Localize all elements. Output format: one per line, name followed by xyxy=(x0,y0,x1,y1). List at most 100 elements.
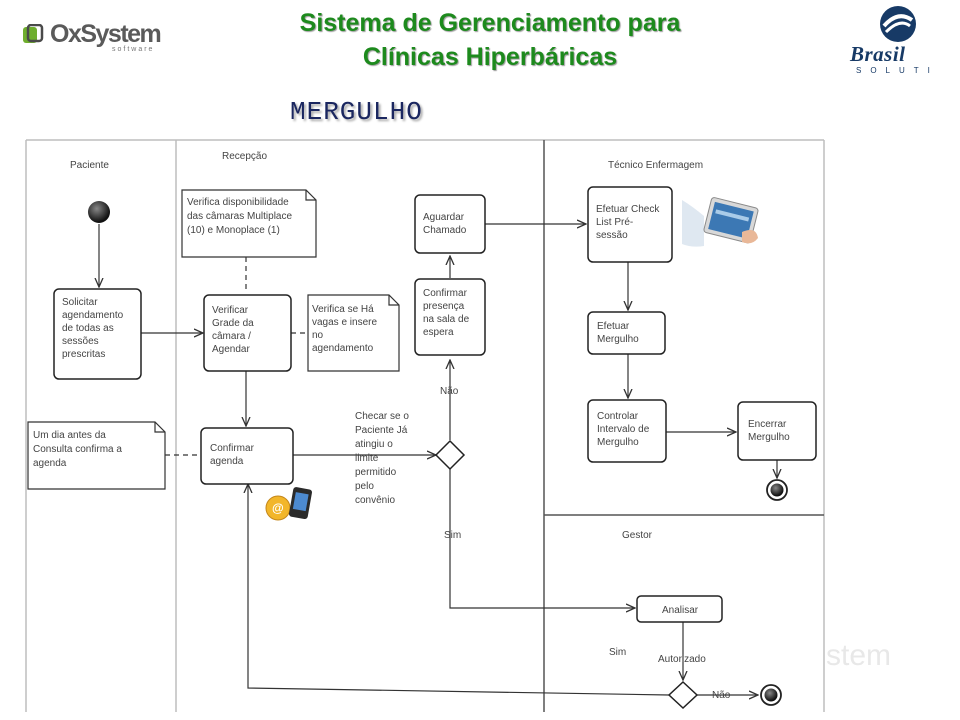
swimlanes xyxy=(25,139,825,712)
note-dia-antes: Um dia antes da Consulta confirma a agenda xyxy=(27,421,166,490)
note-text: Consulta confirma a xyxy=(33,444,122,455)
node-text: Aguardar xyxy=(423,212,465,223)
node-text: Analisar xyxy=(662,605,699,616)
node-text: Solicitar xyxy=(62,297,98,308)
decision-limite[interactable] xyxy=(434,439,466,471)
node-text: Intervalo de xyxy=(597,424,650,435)
brasil-logo-text: Brasil xyxy=(850,42,906,66)
note-text: Um dia antes da xyxy=(33,430,106,441)
node-text: Verificar xyxy=(212,305,249,316)
node-text: Efetuar Check xyxy=(596,204,660,215)
node-text: na sala de xyxy=(423,314,470,325)
note-text: Verifica se Há xyxy=(312,304,374,315)
lane-label-tecnico: Técnico Enfermagem xyxy=(608,160,703,171)
end-node-tecnico xyxy=(766,479,788,501)
node-text: Mergulho xyxy=(597,334,639,345)
activity-confirmar-agenda[interactable]: Confirmar agenda xyxy=(200,427,294,485)
diagram-subtitle: MERGULHO xyxy=(290,97,423,127)
soluti-logo-text: SOLUTI xyxy=(856,66,939,75)
node-text: prescritas xyxy=(62,349,105,360)
node-text: espera xyxy=(423,327,454,338)
node-text: Controlar xyxy=(597,411,639,422)
brasil-soluti-logo: Brasil SOLUTI xyxy=(848,4,948,76)
edge-label-nao-2: Não xyxy=(712,690,731,701)
note-text: agenda xyxy=(33,458,67,469)
node-text: agenda xyxy=(210,456,244,467)
node-text: presença xyxy=(423,301,465,312)
node-text: agendamento xyxy=(62,310,124,321)
note-text: no xyxy=(312,330,324,341)
oxsystem-logo: OxSystem software xyxy=(22,20,162,56)
node-text: sessão xyxy=(596,230,628,241)
decision-autorizado[interactable] xyxy=(667,680,699,710)
end-node-gestor xyxy=(760,684,782,706)
edge-label-sim-1: Sim xyxy=(444,530,461,541)
node-text: List Pré- xyxy=(596,217,633,228)
node-text: câmara / xyxy=(212,331,251,342)
note-vagas: Verifica se Há vagas e insere no agendament… xyxy=(307,294,400,372)
edge-label-nao-1: Não xyxy=(440,386,459,397)
page-title: Sistema de Gerenciamento para Clínicas H… xyxy=(190,6,790,74)
node-text: Confirmar xyxy=(210,443,255,454)
email-phone-icon: @ xyxy=(265,487,312,521)
note-text: vagas e insere xyxy=(312,317,377,328)
activity-solicitar[interactable]: Solicitar agendamento de todas as sessões pr… xyxy=(53,288,142,380)
edge-label-autorizado: Autorizado xyxy=(658,654,706,665)
brasil-logo-mark-icon xyxy=(880,6,916,42)
lane-label-paciente: Paciente xyxy=(70,160,109,171)
page-title-line2: Clínicas Hiperbáricas xyxy=(362,43,618,71)
tablet-icon xyxy=(682,197,759,247)
note-text: (10) e Monoplace (1) xyxy=(187,225,280,236)
node-text: Efetuar xyxy=(597,321,630,332)
node-text: sessões xyxy=(62,336,99,347)
edge-label-checar: convênio xyxy=(355,495,395,506)
diagram-edges xyxy=(99,224,777,695)
oxsystem-logo-text: OxSystem xyxy=(50,20,162,48)
svg-text:@: @ xyxy=(272,501,284,515)
edge-label-sim-2: Sim xyxy=(609,647,626,658)
node-text: Chamado xyxy=(423,225,467,236)
edge-label-checar: pelo xyxy=(355,481,374,492)
node-text: Encerrar xyxy=(748,419,787,430)
start-node xyxy=(88,201,110,223)
activity-confirmar-presenca[interactable]: Confirmar presença na sala de espera xyxy=(414,278,486,356)
edge-label-checar: atingiu o xyxy=(355,439,393,450)
page-title-line1: Sistema de Gerenciamento para xyxy=(299,9,681,37)
node-text: Confirmar xyxy=(423,288,468,299)
lane-label-gestor: Gestor xyxy=(622,530,653,541)
oxsystem-logo-subtext: software xyxy=(112,46,155,53)
note-text: agendamento xyxy=(312,343,374,354)
oxsystem-logo-mark-icon xyxy=(23,24,44,43)
node-text: Agendar xyxy=(212,344,250,355)
edge-label-checar: limite xyxy=(355,453,379,464)
watermark-text: stem xyxy=(826,639,891,672)
note-text: Verifica disponibilidade xyxy=(187,197,289,208)
note-text: das câmaras Multiplace xyxy=(187,211,292,222)
node-text: Mergulho xyxy=(748,432,790,443)
lane-label-recepcao: Recepção xyxy=(222,151,267,162)
edge-label-checar: permitido xyxy=(355,467,397,478)
node-text: de todas as xyxy=(62,323,114,334)
activity-analisar[interactable]: Analisar xyxy=(636,595,723,623)
note-connectors xyxy=(165,257,308,456)
